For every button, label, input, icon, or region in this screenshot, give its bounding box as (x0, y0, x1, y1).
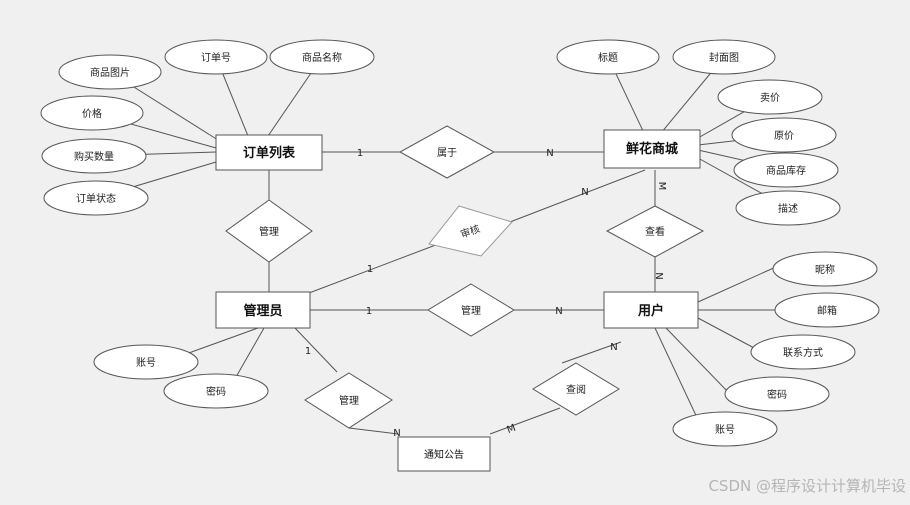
relationship-label: 管理 (259, 225, 279, 238)
cardinality-label: 1 (367, 264, 373, 275)
attribute-label: 原价 (774, 130, 794, 142)
attribute-label: 商品库存 (766, 164, 806, 177)
attribute-label: 联系方式 (783, 346, 823, 359)
attribute-label: 账号 (136, 357, 156, 369)
attribute-stock: 商品库存 (734, 153, 838, 187)
attribute-label: 账号 (715, 424, 735, 436)
attribute-user-password: 密码 (725, 377, 829, 411)
attribute-cover: 封面图 (673, 40, 775, 74)
attribute-label: 封面图 (709, 51, 739, 64)
entity-label: 用户 (637, 303, 664, 319)
entity-notice: 通知公告 (398, 437, 490, 471)
attribute-contact: 联系方式 (751, 335, 855, 369)
entity-admin: 管理员 (216, 292, 310, 328)
entity-label: 管理员 (243, 303, 282, 319)
cardinality-label: N (653, 272, 664, 279)
attribute-price: 价格 (41, 96, 143, 130)
attribute-label: 密码 (206, 385, 226, 398)
attribute-label: 邮箱 (817, 304, 837, 317)
attribute-admin-password: 密码 (164, 374, 268, 408)
attribute-label: 标题 (598, 52, 618, 64)
relationship-review: 审核 (429, 206, 512, 256)
attribute-label: 昵称 (815, 263, 835, 276)
cardinality-label: 1 (366, 306, 372, 317)
attribute-order-status: 订单状态 (44, 181, 148, 215)
relationship-belongs: 属于 (400, 126, 494, 178)
attribute-title: 标题 (557, 40, 659, 74)
attribute-description: 描述 (736, 191, 840, 225)
relationship-view: 查看 (607, 206, 703, 257)
attribute-label: 商品名称 (302, 51, 342, 64)
relationship-label: 查阅 (566, 383, 586, 396)
cardinality-label: N (546, 148, 553, 159)
cardinality-label: N (581, 187, 588, 198)
attribute-quantity: 购买数量 (42, 139, 146, 173)
relationship-read: 查阅 (533, 363, 619, 415)
attribute-label: 密码 (767, 388, 787, 401)
entity-label: 鲜花商城 (626, 141, 678, 157)
attribute-order-number: 订单号 (165, 40, 267, 74)
attribute-label: 价格 (82, 107, 102, 120)
attribute-user-account: 账号 (673, 412, 777, 446)
attribute-label: 购买数量 (74, 150, 114, 163)
cardinality-label: M (656, 182, 667, 191)
attribute-label: 卖价 (760, 92, 780, 104)
cardinality-label: N (555, 306, 562, 317)
attribute-label: 商品图片 (90, 66, 130, 79)
attribute-order-image: 商品图片 (59, 55, 161, 89)
attribute-label: 订单号 (201, 52, 231, 64)
cardinality-label: N (610, 342, 617, 353)
attribute-label: 描述 (778, 202, 798, 215)
cardinality-label: N (393, 428, 400, 439)
entity-order-list: 订单列表 (216, 135, 322, 170)
relationship-label: 属于 (437, 147, 457, 159)
cardinality-label: 1 (305, 346, 311, 357)
relationship-label: 查看 (645, 225, 665, 238)
attribute-nickname: 昵称 (773, 252, 877, 286)
cardinality-label: 1 (357, 148, 363, 159)
relationship-manage-orders: 管理 (226, 200, 312, 262)
entity-label: 订单列表 (243, 145, 296, 161)
attribute-sale-price: 卖价 (718, 80, 822, 114)
entity-user: 用户 (604, 292, 698, 328)
entity-label: 通知公告 (424, 448, 464, 461)
attribute-original-price: 原价 (732, 118, 836, 152)
relationship-label: 管理 (461, 304, 481, 317)
attribute-email: 邮箱 (775, 293, 879, 327)
relationship-manage-users: 管理 (428, 284, 514, 336)
attribute-label: 订单状态 (76, 192, 116, 205)
entity-flower-mall: 鲜花商城 (604, 130, 700, 168)
relationship-label: 管理 (339, 394, 359, 407)
attribute-product-name: 商品名称 (270, 40, 374, 74)
watermark: CSDN @程序设计计算机毕设 (708, 475, 906, 496)
relationship-manage-notices: 管理 (305, 373, 392, 428)
attribute-admin-account: 账号 (94, 345, 198, 379)
